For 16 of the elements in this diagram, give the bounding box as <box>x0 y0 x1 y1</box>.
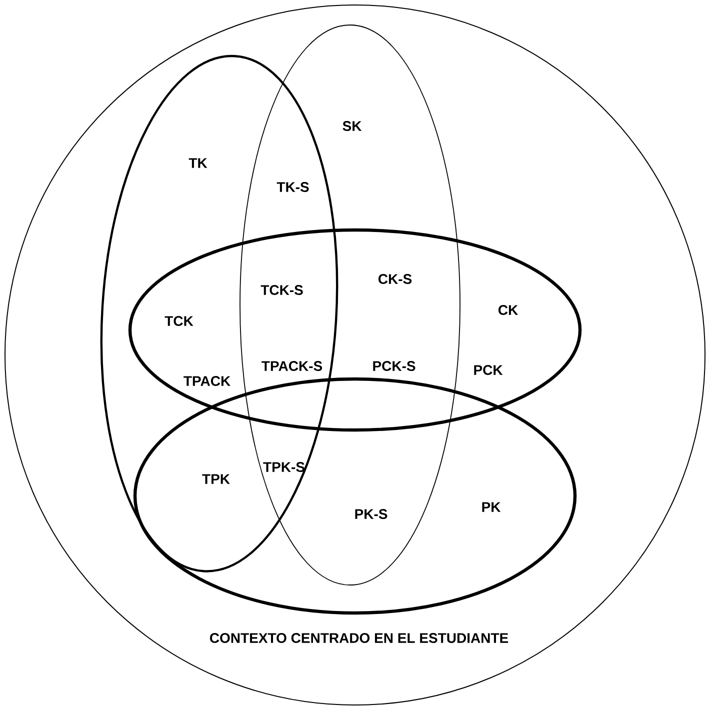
region-label: TPACK <box>184 376 230 386</box>
region-label: TK-S <box>276 182 309 192</box>
region-label: TPK <box>202 474 230 484</box>
region-label: PK-S <box>355 509 388 519</box>
set-label: TK <box>188 158 208 168</box>
region-label: PCK <box>474 365 503 375</box>
set-label: CK <box>498 305 518 315</box>
region-label: TCK-S <box>260 285 303 295</box>
region-label: PCK-S <box>373 361 416 371</box>
region-label: CK-S <box>378 274 412 284</box>
region-label: TCK <box>164 316 194 326</box>
region-label: TPK-S <box>263 462 304 472</box>
region-label: TPACK-S <box>262 361 322 371</box>
set-label: SK <box>342 121 362 131</box>
set-label: CONTEXTO CENTRADO EN EL ESTUDIANTE <box>210 633 508 643</box>
set-label: PK <box>482 502 501 512</box>
